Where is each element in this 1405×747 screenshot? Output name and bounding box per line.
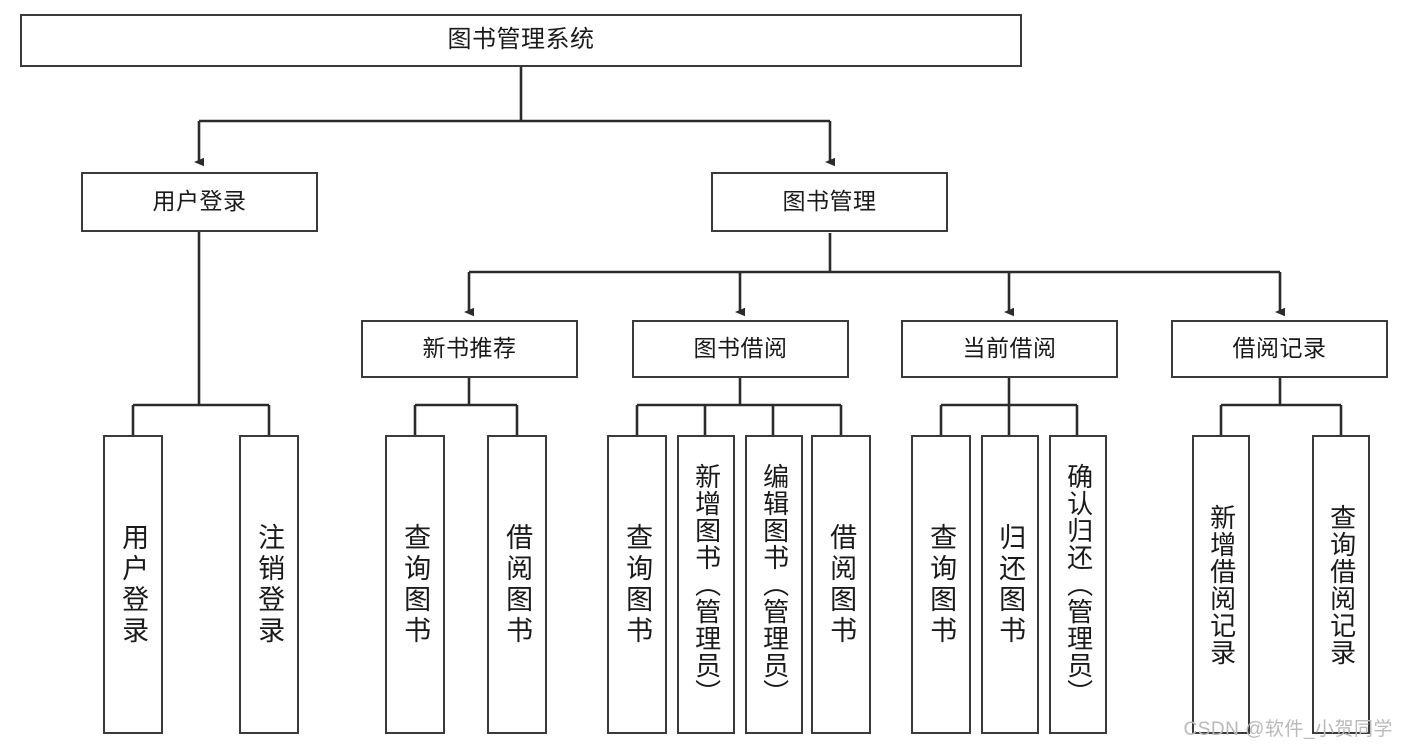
node-leaf-br-query[interactable]: 查询借阅记录 — [1312, 435, 1370, 734]
node-leaf-cb-confirm[interactable]: 确认归还（管理员） — [1049, 435, 1107, 734]
node-borrow-record[interactable]: 借阅记录 — [1171, 320, 1388, 378]
node-leaf-bb-borrow-label: 借阅图书 — [826, 522, 857, 647]
node-leaf-cb-return[interactable]: 归还图书 — [981, 435, 1039, 734]
node-leaf-cb-query[interactable]: 查询图书 — [911, 435, 971, 734]
node-current-borrow[interactable]: 当前借阅 — [901, 320, 1118, 378]
node-new-book-rec[interactable]: 新书推荐 — [361, 320, 578, 378]
node-leaf-bb-add-label: 新增图书（管理员） — [691, 463, 722, 706]
node-leaf-bb-add[interactable]: 新增图书（管理员） — [677, 435, 735, 734]
node-leaf-user-login[interactable]: 用户登录 — [103, 435, 163, 734]
node-leaf-bb-edit[interactable]: 编辑图书（管理员） — [745, 435, 803, 734]
node-leaf-nbr-query-label: 查询图书 — [400, 522, 431, 647]
node-leaf-br-query-label: 查询借阅记录 — [1326, 503, 1357, 666]
node-leaf-nbr-borrow-label: 借阅图书 — [502, 522, 533, 647]
node-leaf-bb-query[interactable]: 查询图书 — [607, 435, 667, 734]
node-root[interactable]: 图书管理系统 — [20, 14, 1022, 67]
node-leaf-br-add-label: 新增借阅记录 — [1206, 503, 1237, 666]
node-leaf-cb-query-label: 查询图书 — [926, 522, 957, 647]
node-new-book-rec-label: 新书推荐 — [422, 335, 517, 362]
node-book-mgmt[interactable]: 图书管理 — [711, 172, 948, 232]
node-leaf-nbr-borrow[interactable]: 借阅图书 — [487, 435, 547, 734]
node-leaf-user-login-label: 用户登录 — [118, 522, 149, 647]
watermark: CSDN @软件_小贺同学 — [1183, 719, 1393, 740]
node-borrow-record-label: 借阅记录 — [1232, 335, 1327, 362]
node-book-mgmt-label: 图书管理 — [782, 188, 877, 215]
node-book-borrow-label: 图书借阅 — [693, 335, 788, 362]
node-leaf-bb-borrow[interactable]: 借阅图书 — [811, 435, 871, 734]
node-user-login[interactable]: 用户登录 — [81, 172, 318, 232]
node-root-label: 图书管理系统 — [447, 26, 595, 54]
node-book-borrow[interactable]: 图书借阅 — [632, 320, 849, 378]
node-leaf-bb-query-label: 查询图书 — [622, 522, 653, 647]
node-leaf-nbr-query[interactable]: 查询图书 — [385, 435, 445, 734]
node-leaf-user-logout-label: 注销登录 — [254, 522, 285, 647]
node-leaf-cb-confirm-label: 确认归还（管理员） — [1063, 463, 1094, 706]
node-leaf-cb-return-label: 归还图书 — [995, 522, 1026, 647]
node-leaf-user-logout[interactable]: 注销登录 — [239, 435, 299, 734]
node-current-borrow-label: 当前借阅 — [962, 335, 1057, 362]
node-leaf-br-add[interactable]: 新增借阅记录 — [1192, 435, 1250, 734]
node-leaf-bb-edit-label: 编辑图书（管理员） — [759, 463, 790, 706]
node-user-login-label: 用户登录 — [152, 188, 247, 215]
